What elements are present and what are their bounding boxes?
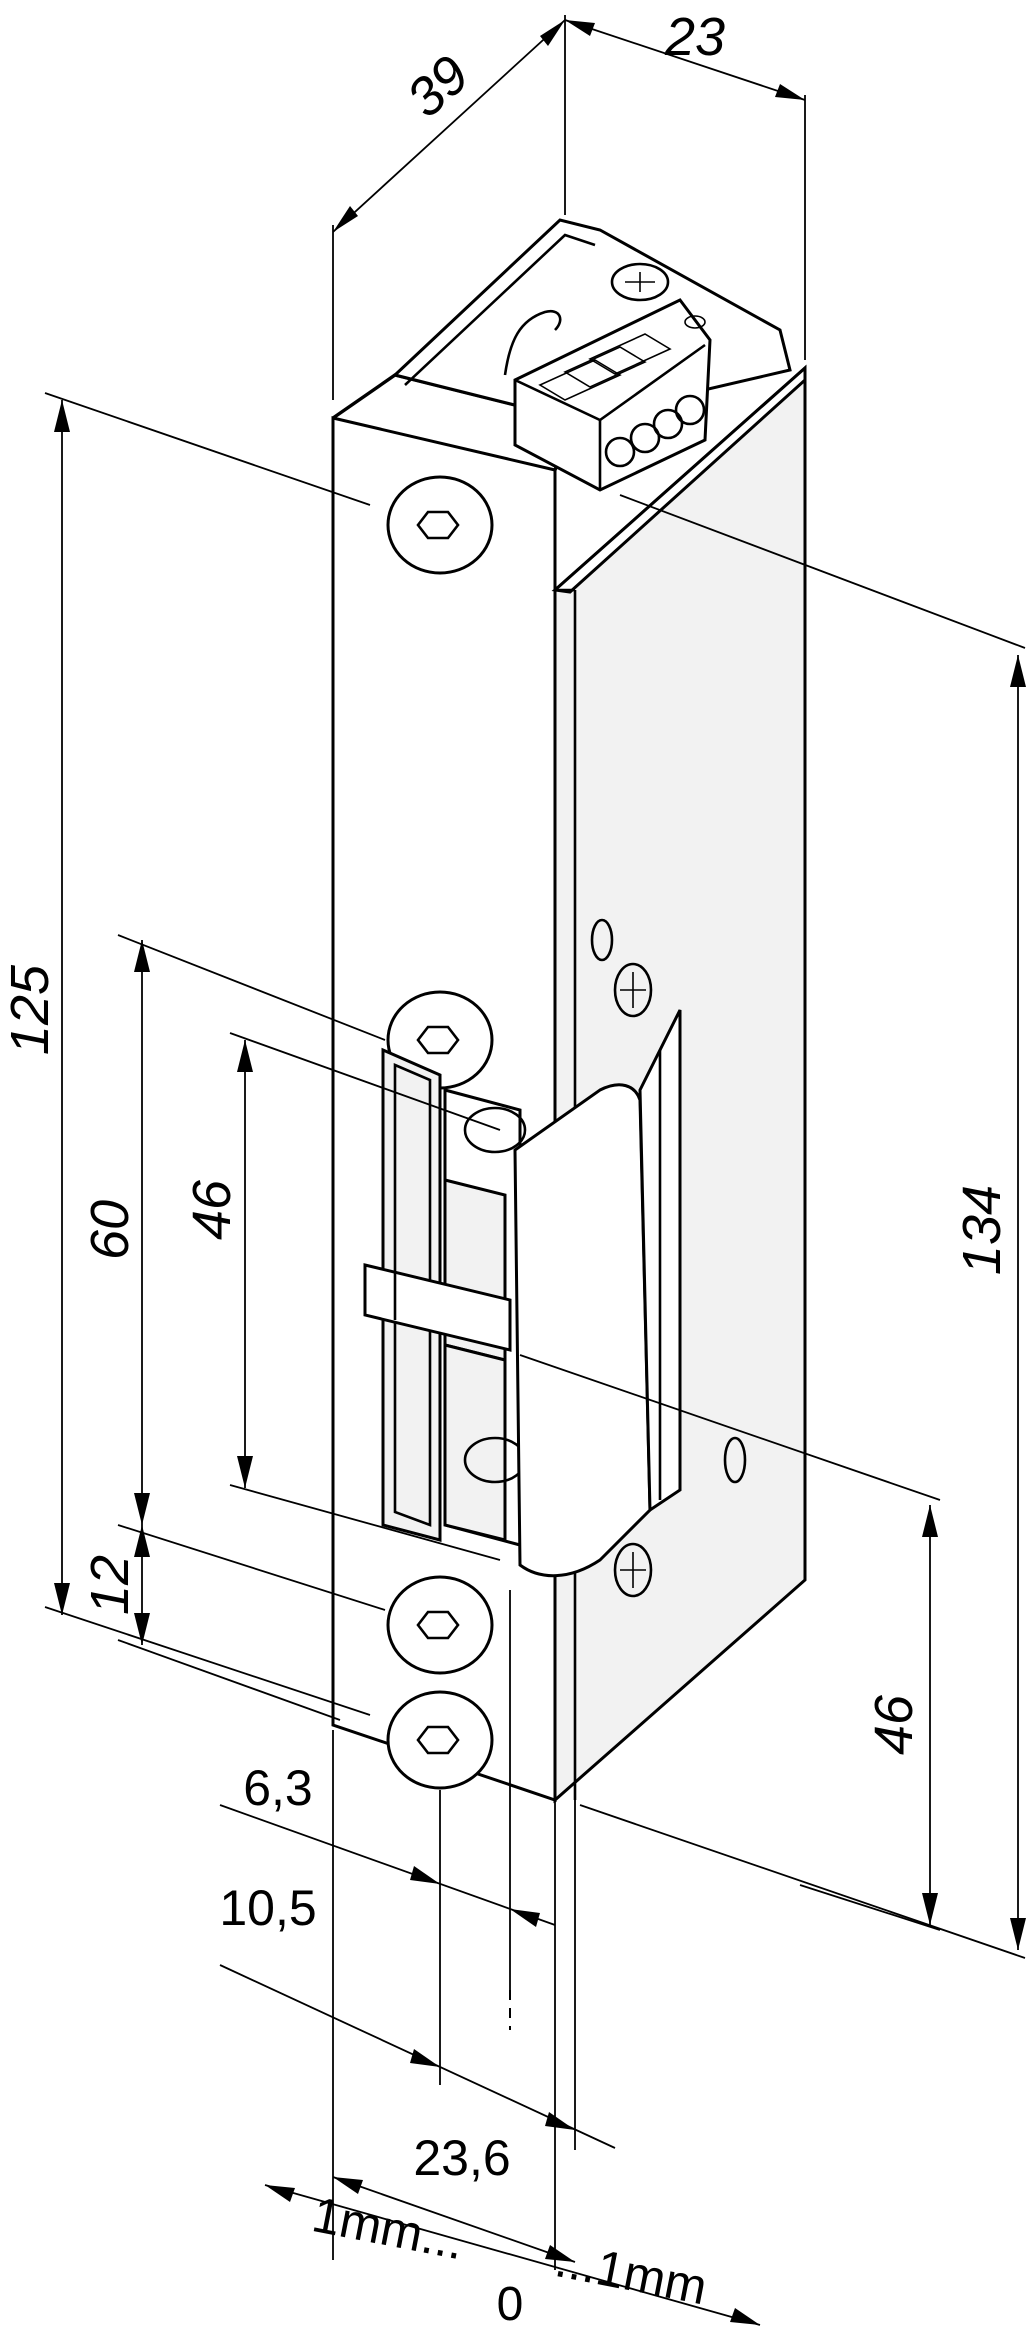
dim-39: 39 bbox=[396, 44, 481, 129]
dim-10-5: 10,5 bbox=[219, 1880, 316, 1936]
latch-tongue bbox=[363, 1263, 512, 1352]
side-phillips-screw-upper bbox=[613, 962, 653, 1018]
screw-lower-mid bbox=[386, 1575, 494, 1675]
screw-bottom bbox=[386, 1690, 494, 1790]
dim-12: 12 bbox=[80, 1555, 140, 1615]
dim-adjust-right: ...1mm bbox=[551, 2231, 712, 2315]
dim-adjust-zero: 0 bbox=[497, 2278, 524, 2328]
dim-adjust-left: 1mm... bbox=[308, 2186, 469, 2270]
faceplate-screws bbox=[386, 475, 747, 1790]
dimension-lines bbox=[44, 15, 1026, 2326]
terminal-housing bbox=[513, 298, 712, 492]
terminal-block bbox=[503, 262, 712, 492]
top-rim bbox=[404, 233, 596, 386]
terminal-screw-1 bbox=[604, 436, 636, 468]
side-panel-edge bbox=[551, 364, 807, 594]
dim-46-inner: 46 bbox=[182, 1179, 242, 1240]
terminal-screw-2 bbox=[629, 422, 661, 454]
top-screw-icon bbox=[610, 262, 670, 302]
terminal-screw-3 bbox=[652, 408, 684, 440]
side-hole-lower bbox=[723, 1436, 747, 1484]
dim-125: 125 bbox=[0, 964, 60, 1055]
dim-23-6: 23,6 bbox=[413, 2130, 510, 2186]
roller-upper bbox=[463, 1106, 527, 1154]
screw-top bbox=[386, 475, 494, 575]
dim-134: 134 bbox=[952, 1185, 1012, 1275]
latch-assembly bbox=[363, 1009, 682, 1578]
latch-door bbox=[513, 1083, 652, 1578]
side-hole-upper bbox=[590, 918, 614, 962]
dim-23: 23 bbox=[664, 7, 725, 67]
dim-6-3: 6,3 bbox=[243, 1760, 313, 1816]
side-phillips-screw-lower bbox=[613, 1542, 653, 1598]
dim-46-side: 46 bbox=[864, 1694, 924, 1755]
dim-60: 60 bbox=[80, 1200, 140, 1260]
terminal-screw-4 bbox=[674, 394, 706, 426]
wire-hook bbox=[503, 309, 562, 376]
